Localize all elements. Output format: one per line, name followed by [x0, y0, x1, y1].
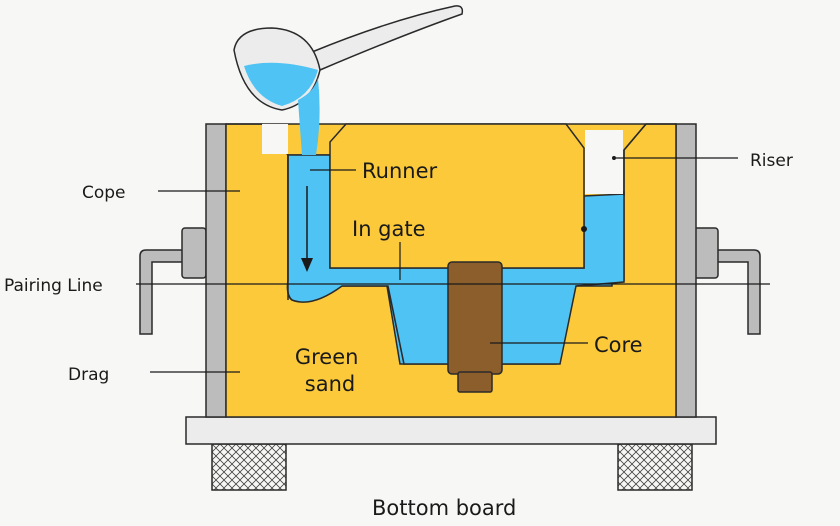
flask-wall-left — [205, 123, 227, 418]
support-block-left — [211, 443, 287, 491]
runner-gap — [262, 124, 288, 154]
in-gate-label: In gate — [352, 217, 426, 241]
flask-wall-right — [675, 123, 697, 418]
riser-point — [612, 156, 616, 160]
marker-dot — [581, 226, 587, 232]
ladle-handle — [311, 5, 464, 71]
cope-label: Cope — [82, 183, 126, 203]
pairing-line-label: Pairing Line — [4, 276, 103, 296]
metal-stream — [298, 78, 320, 155]
handle-right-bracket — [693, 227, 719, 279]
handle-right — [711, 249, 761, 335]
support-block-right — [617, 443, 693, 491]
core — [447, 261, 503, 375]
green-sand-line-1: Green — [295, 345, 359, 369]
riser-gap — [585, 130, 623, 194]
ladle-metal — [244, 62, 318, 106]
runner-label: Runner — [362, 159, 437, 183]
green-sand-label: Green sand — [295, 345, 365, 396]
bottom-board — [185, 416, 717, 445]
handle-left-bracket — [181, 227, 207, 279]
bottom-board-label: Bottom board — [372, 496, 516, 520]
core-print — [457, 371, 493, 393]
green-sand-line-2: sand — [305, 372, 355, 396]
flow-arrow-head — [301, 258, 313, 272]
riser-label: Riser — [750, 151, 793, 171]
core-label: Core — [594, 333, 643, 357]
cope-sand-block — [329, 123, 585, 269]
handle-left — [139, 249, 189, 335]
drag-label: Drag — [68, 365, 109, 385]
